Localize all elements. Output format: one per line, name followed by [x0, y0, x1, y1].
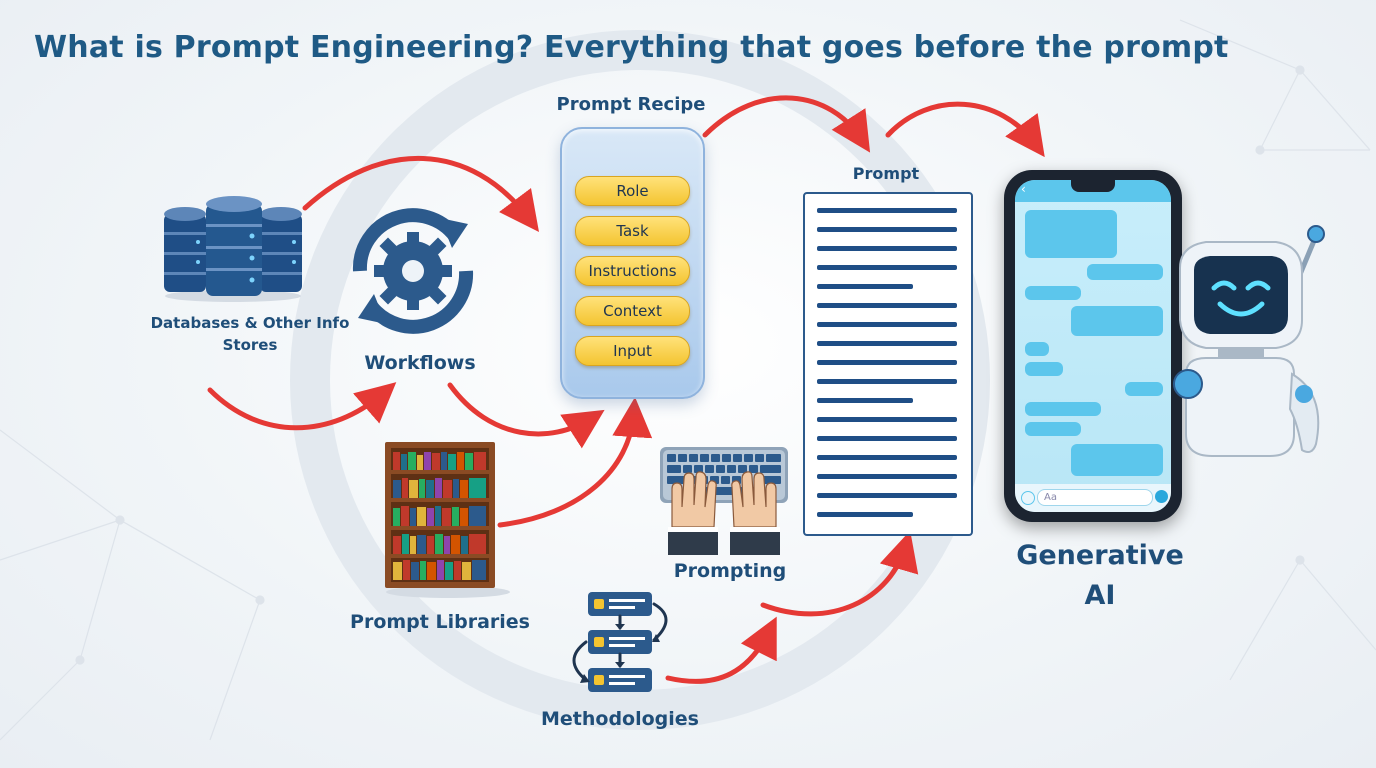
- databases-label: Databases & Other Info Stores: [150, 314, 350, 354]
- arrow-db-to-recipe: [302, 156, 540, 232]
- generative-ai-label: Generative AI: [1016, 540, 1184, 611]
- arrow-recipe-to-prompt: [702, 95, 871, 153]
- send-icon[interactable]: [1155, 490, 1168, 503]
- prompt-text-line: [817, 360, 957, 365]
- arrow-db-to-workflows: [207, 382, 397, 431]
- prompt-document: [803, 192, 973, 536]
- arrow-libraries-to-recipe: [497, 397, 653, 528]
- prompt-text-line: [817, 398, 913, 403]
- prompt-libraries-label: Prompt Libraries: [350, 611, 530, 633]
- prompt-text-line: [817, 417, 957, 422]
- workflow-gear-icon: [352, 208, 474, 334]
- prompt-text-line: [817, 246, 957, 251]
- prompt-text-line: [817, 284, 913, 289]
- arrow-prompt-to-ai: [885, 101, 1045, 158]
- chat-phone-icon: ‹ Aa: [1004, 170, 1182, 522]
- recipe-item-input: Input: [575, 336, 690, 366]
- arrow-workflows-to-recipe: [447, 382, 605, 449]
- robot-icon: [1173, 225, 1325, 457]
- flowchart-icon: [572, 592, 668, 692]
- prompting-label: Prompting: [673, 560, 787, 582]
- page-title: What is Prompt Engineering? Everything t…: [34, 30, 1229, 65]
- prompt-text-line: [817, 493, 957, 498]
- prompt-text-line: [817, 265, 957, 270]
- recipe-item-role: Role: [575, 176, 690, 206]
- arrow-prompting-to-prompt: [760, 530, 919, 617]
- recipe-item-instructions: Instructions: [575, 256, 690, 286]
- workflows-label: Workflows: [364, 352, 476, 374]
- prompt-recipe-box: Role Task Instructions Context Input: [560, 127, 705, 399]
- prompt-text-line: [817, 455, 957, 460]
- recipe-item-context: Context: [575, 296, 690, 326]
- prompt-text-line: [817, 512, 913, 517]
- prompt-text-line: [817, 208, 957, 213]
- prompt-label: Prompt: [852, 164, 920, 183]
- phone-screen: ‹ Aa: [1015, 180, 1171, 512]
- prompt-text-line: [817, 436, 957, 441]
- prompt-text-line: [817, 303, 957, 308]
- bookshelf-icon: [385, 442, 510, 598]
- back-chevron-icon: ‹: [1021, 182, 1026, 196]
- database-icon: [164, 196, 302, 302]
- prompt-text-line: [817, 341, 957, 346]
- keyboard-hands-icon: [660, 447, 788, 555]
- methodologies-label: Methodologies: [541, 708, 699, 730]
- prompt-text-line: [817, 379, 957, 384]
- prompt-text-line: [817, 322, 957, 327]
- recipe-label: Prompt Recipe: [556, 94, 706, 115]
- prompt-text-line: [817, 474, 957, 479]
- arrow-methods-to-prompting: [665, 616, 777, 684]
- recipe-item-task: Task: [575, 216, 690, 246]
- emoji-icon: [1021, 491, 1035, 505]
- chat-input[interactable]: Aa: [1037, 489, 1153, 506]
- prompt-text-line: [817, 227, 957, 232]
